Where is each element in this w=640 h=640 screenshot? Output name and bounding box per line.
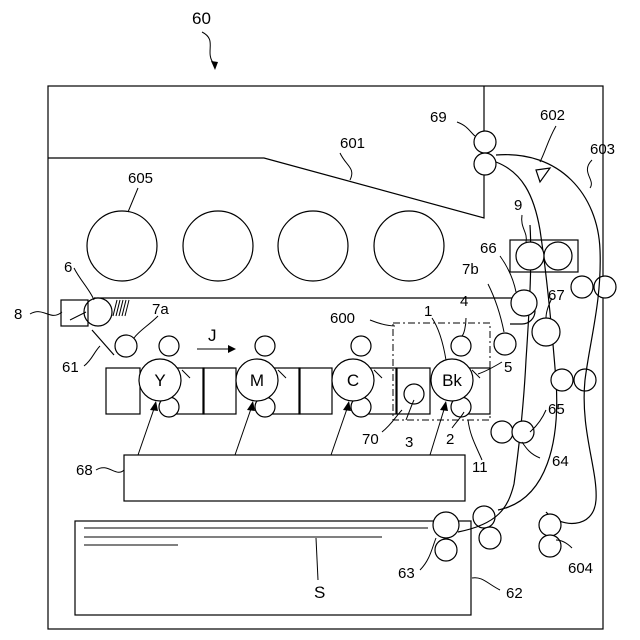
label-4: 4: [460, 293, 468, 310]
label-70: 70: [362, 431, 379, 448]
toner-bottle: [183, 211, 253, 281]
roller-pair-mid: [551, 369, 573, 391]
exit-roller-lower: [474, 153, 496, 175]
label-7a: 7a: [152, 301, 169, 318]
label-J: J: [208, 326, 217, 345]
roller-67: [532, 318, 560, 346]
toner-bottle: [87, 211, 157, 281]
label-60: 60: [192, 9, 211, 28]
label-5: 5: [504, 359, 512, 376]
exposure-beams: [138, 401, 448, 455]
drum-label: Bk: [442, 371, 462, 390]
drum-label: M: [250, 371, 264, 390]
exit-flapper: [536, 168, 550, 182]
label-2: 2: [446, 431, 454, 448]
toner-bottle: [374, 211, 444, 281]
callout-60: [202, 32, 214, 64]
roller-65: [491, 421, 513, 443]
label-9: 9: [514, 197, 522, 214]
label-604: 604: [568, 560, 593, 577]
leader-lines: [30, 122, 592, 590]
label-7b: 7b: [462, 261, 479, 278]
housing: [48, 86, 603, 629]
drum-label: C: [347, 371, 359, 390]
belt-direction-arrow: [197, 345, 236, 353]
label-63: 63: [398, 565, 415, 582]
label-66: 66: [480, 240, 497, 257]
tension-roller-7a: [115, 335, 137, 357]
label-600: 600: [330, 310, 355, 327]
exposure-unit: [124, 455, 465, 501]
label-68: 68: [76, 462, 93, 479]
label-605: 605: [128, 170, 153, 187]
cover-601: [48, 86, 484, 218]
label-61: 61: [62, 359, 79, 376]
label-65: 65: [548, 401, 565, 418]
label-11: 11: [472, 459, 488, 476]
label-603: 603: [590, 141, 615, 158]
roller-pair-upper: [571, 276, 593, 298]
label-67: 67: [548, 287, 565, 304]
belt-cleaner: [61, 300, 88, 326]
tension-roller-7b: [494, 333, 516, 355]
fuser-unit: [510, 240, 578, 272]
belt-cleaning-blades: [113, 300, 129, 316]
label-3: 3: [405, 434, 413, 451]
label-6: 6: [64, 259, 72, 276]
primary-transfer-roller-4: [451, 336, 471, 356]
toner-bottles: [87, 211, 444, 281]
label-601: 601: [340, 135, 365, 152]
exit-roller-upper: [474, 131, 496, 153]
label-8: 8: [14, 306, 22, 323]
label-1: 1: [424, 303, 432, 320]
label-62: 62: [506, 585, 523, 602]
label-S: S: [314, 583, 325, 602]
duplex-roller-upper: [539, 514, 561, 536]
roller-66: [511, 290, 537, 316]
label-64: 64: [552, 453, 569, 470]
drum-label: Y: [154, 371, 165, 390]
label-602: 602: [540, 107, 565, 124]
pickup-roller: [433, 512, 459, 538]
label-69: 69: [430, 109, 447, 126]
toner-bottle: [278, 211, 348, 281]
duplex-roller-lower: [539, 535, 561, 557]
